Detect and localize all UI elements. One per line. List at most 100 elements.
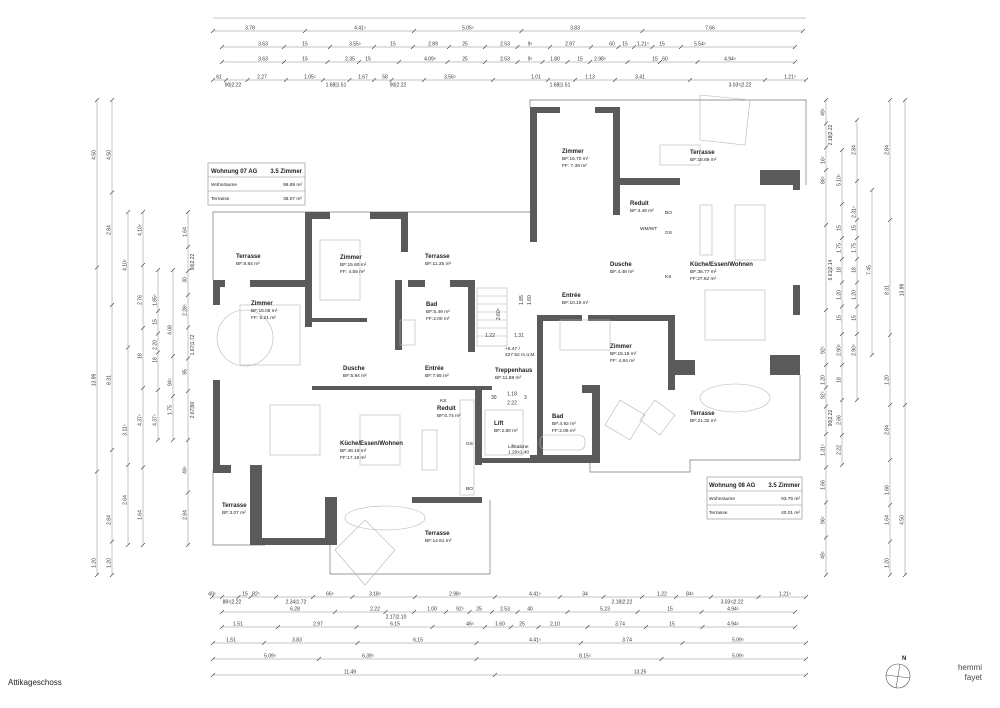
dimension-label: 92⁵ <box>821 391 827 399</box>
dimension-label: 2.18|2.22 <box>612 600 633 606</box>
dimension-tick <box>347 77 352 83</box>
dimension-label: 5.09⁵ <box>732 654 744 660</box>
dimension-label: 18 <box>138 353 144 359</box>
dimension-label: 2.76 <box>138 295 144 305</box>
dimension-tick <box>612 77 618 83</box>
dimension-label: 15 <box>153 319 159 325</box>
dimension-label: 95 <box>183 369 189 375</box>
dimension-label: 90|2.22 <box>390 83 407 89</box>
dimension-label: 2.89 <box>428 42 438 48</box>
dimension-tick <box>887 502 893 508</box>
dimension-label: 1.21⁵ <box>779 592 791 598</box>
dimension-tick <box>219 59 225 65</box>
dimension-tick <box>125 542 131 548</box>
dimension-label: 3.41 <box>635 75 645 81</box>
dimension-label: 3.63 <box>258 57 268 63</box>
dimension-label: 4.10⁵ <box>138 224 144 236</box>
room-name: Bad <box>552 414 564 420</box>
dimension-label: 9⁵ <box>528 42 533 48</box>
room-bf: BF:48.19 m² <box>340 448 367 454</box>
room-bf: BF:7.65 m² <box>425 373 449 379</box>
dimension-label: 1.21⁵ <box>637 42 649 48</box>
room-name: Zimmer <box>340 255 362 261</box>
room-bf: BF:4.92 m² <box>552 421 576 427</box>
dimension-label: 4.10⁵ <box>123 259 129 271</box>
room-bf: BF:5.94 m² <box>343 373 367 379</box>
room-name: Entrée <box>562 293 581 299</box>
dimension-label: 1.67 <box>358 75 368 81</box>
dimension-label: 4.09⁵ <box>424 57 436 63</box>
dimension-tick <box>631 44 637 50</box>
dimension-tick <box>185 388 191 394</box>
dimension-tick <box>572 77 578 83</box>
room-bf: BF:4.48 m² <box>610 269 634 275</box>
dimension-tick <box>302 28 308 34</box>
terrace-edge-left-top <box>212 211 530 280</box>
dimension-tick <box>792 44 798 50</box>
dimension-tick <box>659 656 664 662</box>
room-bf: BF:21.32 m² <box>690 418 717 424</box>
dimension-tick <box>680 640 685 646</box>
terrace-area: 40.01 m² <box>781 510 800 516</box>
living-area: 93.76 m² <box>781 496 800 502</box>
dimension-tick <box>792 609 798 615</box>
dimension-label: 15 <box>652 57 658 63</box>
dimension-tick <box>823 97 829 103</box>
dimension-tick <box>482 59 488 65</box>
dimension-label: 3.63 <box>258 42 268 48</box>
dimension-tick <box>155 387 161 393</box>
dimension-tick <box>109 572 115 578</box>
dimension-label: 2.64 <box>123 495 129 505</box>
dimension-label: 2.98⁵ <box>449 592 461 598</box>
dimension-label: 1.66 <box>821 480 827 490</box>
dimension-tick <box>515 44 520 50</box>
dimension-label: 3.78 <box>245 26 255 32</box>
lift-cabin: Liftkabine <box>508 444 529 450</box>
room-name: Entrée <box>425 366 444 372</box>
dimension-tick <box>140 465 146 470</box>
dimension-label: 1.21⁵ <box>784 75 796 81</box>
dimension-tick <box>275 624 281 630</box>
dimension-tick <box>430 624 435 630</box>
dimension-tick <box>803 672 809 678</box>
terrace-edge-left-bottom <box>212 470 265 546</box>
dimension-tick <box>792 59 798 65</box>
dimension-tick <box>443 609 449 615</box>
room-ff: FF: 7.39 m² <box>562 163 587 169</box>
dimension-label: 6.15 <box>390 622 400 628</box>
dimension-tick <box>708 594 714 600</box>
dimension-label: 2.20 <box>153 340 159 350</box>
dimension-tick <box>490 77 496 83</box>
dimension-label: 4.94⁵ <box>727 622 739 628</box>
dimension-label: 1.31⁵ <box>821 444 827 456</box>
dimension-tick <box>557 594 563 600</box>
dimension-tick <box>854 178 860 184</box>
annotations: +5.47 / 427.52 m.ü.M. 1.22 1.31 2.60⁵ 1.… <box>440 210 672 492</box>
dimension-tick <box>170 267 176 273</box>
dimension-tick <box>803 656 809 662</box>
stair-dim: 2.60⁵ <box>496 308 502 320</box>
dimension-tick <box>219 609 225 615</box>
dimension-label: 15 <box>837 225 843 231</box>
room-bf: BF:10.19 m² <box>562 300 589 306</box>
dimension-label: 2.90⁵ <box>852 344 858 356</box>
dimension-tick <box>839 397 845 403</box>
living-area: 98.89 m² <box>283 182 302 188</box>
dimension-label: 7.45 <box>867 265 873 275</box>
dimension-tick <box>155 331 161 336</box>
dimension-tick <box>839 331 845 337</box>
dimension-label: 1.20 <box>821 375 827 385</box>
dimension-label: 1.64 <box>183 227 189 237</box>
level-text: 427.52 m.ü.M. <box>505 352 536 358</box>
